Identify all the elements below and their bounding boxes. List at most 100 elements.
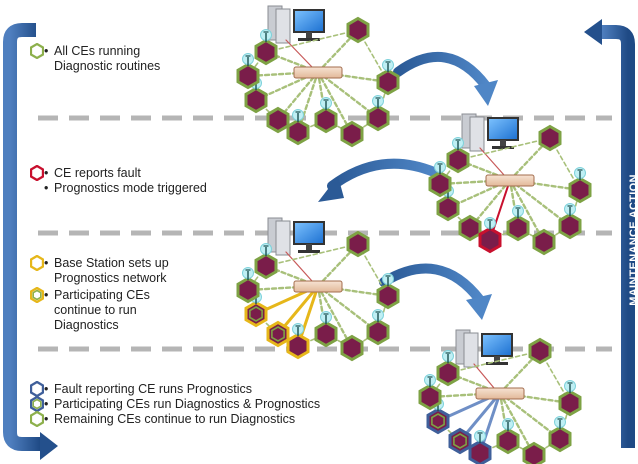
ce-node xyxy=(436,359,460,387)
network-cluster-1 xyxy=(236,5,400,148)
ce-node xyxy=(366,318,390,346)
ce-node xyxy=(522,441,546,464)
ce-node xyxy=(244,86,268,114)
legend-text: Diagnostics xyxy=(54,318,119,332)
antenna-icon xyxy=(242,53,254,66)
legend-text: Base Station sets up xyxy=(54,256,169,270)
ce-node xyxy=(236,62,260,90)
fault-progression-bar xyxy=(3,23,58,460)
transition-arrows xyxy=(318,52,498,320)
ce-node xyxy=(538,124,562,152)
ce-node xyxy=(558,389,582,417)
ce-node xyxy=(254,252,278,280)
arrow-stage3-to-4 xyxy=(379,263,485,305)
ce-node xyxy=(496,427,520,455)
ce-node xyxy=(314,106,338,134)
legend-item-participating-ces-prognostics: • Participating CEs run Diagnostics & Pr… xyxy=(30,396,321,412)
legend-item-prognostics-mode: • Prognostics mode triggered xyxy=(44,181,207,195)
ce-node xyxy=(446,146,470,174)
ce-node xyxy=(244,300,268,328)
legend-item-base-station: • Base Station sets up Prognostics netwo… xyxy=(30,255,169,286)
antenna-icon xyxy=(452,137,464,150)
antenna-icon xyxy=(382,59,394,72)
legend-text: continue to run xyxy=(54,303,137,317)
network-hub-icon xyxy=(293,280,343,293)
legend-stage-4: • Fault reporting CE runs Prognostics • … xyxy=(30,381,321,427)
yellow-green-hex-icon xyxy=(30,287,44,303)
legend-item-all-ces: • All CEs running Diagnostic routines xyxy=(30,43,160,74)
antenna-icon xyxy=(502,418,514,431)
legend-text: Prognostics network xyxy=(54,271,167,285)
antenna-icon xyxy=(320,97,332,110)
ce-node xyxy=(266,106,290,134)
ce-node xyxy=(366,104,390,132)
network-cluster-2 xyxy=(428,113,592,256)
network-cluster-4 xyxy=(418,329,582,464)
base-station-computer-icon xyxy=(267,217,325,256)
antenna-icon xyxy=(564,203,576,216)
legend-stage-2: • CE reports fault • Prognostics mode tr… xyxy=(30,165,207,196)
antenna-icon xyxy=(564,380,576,393)
base-station-computer-icon xyxy=(455,329,513,368)
legend-text: Participating CEs run Diagnostics & Prog… xyxy=(54,397,321,411)
ce-node xyxy=(528,337,552,365)
ce-node xyxy=(340,334,364,362)
legend-text: Prognostics mode triggered xyxy=(54,181,207,195)
ce-node xyxy=(478,226,502,254)
legend-item-remaining-ces: • Remaining CEs continue to run Diagnost… xyxy=(30,411,320,427)
ce-node xyxy=(346,16,370,44)
ce-node xyxy=(458,214,482,242)
antenna-icon xyxy=(292,323,304,336)
legend-text: Fault reporting CE runs Prognostics xyxy=(54,382,253,396)
ce-node xyxy=(532,228,556,256)
ce-node xyxy=(568,176,592,204)
ce-node xyxy=(448,427,472,455)
blue-hex-icon xyxy=(30,381,44,397)
antenna-icon xyxy=(320,311,332,324)
arrow-stage1-to-2 xyxy=(393,52,491,91)
antenna-icon xyxy=(382,273,394,286)
ce-node xyxy=(376,68,400,96)
green-hex-icon xyxy=(30,43,44,59)
ce-node xyxy=(436,194,460,222)
maintenance-action-label: MAINTENANCE ACTION xyxy=(627,174,638,306)
ce-node xyxy=(286,332,310,360)
ce-node xyxy=(558,212,582,240)
antenna-icon xyxy=(260,243,272,256)
base-station-computer-icon xyxy=(461,113,519,152)
antenna-icon xyxy=(242,267,254,280)
ce-node xyxy=(426,407,450,435)
ce-node xyxy=(254,38,278,66)
ce-node xyxy=(428,170,452,198)
sensor-networks xyxy=(236,5,592,464)
red-hex-icon xyxy=(30,165,44,181)
legend-text: CE reports fault xyxy=(54,166,141,180)
ce-node xyxy=(346,230,370,258)
antenna-icon xyxy=(372,309,384,322)
network-hub-icon xyxy=(475,387,525,400)
legend-stage-3: • Base Station sets up Prognostics netwo… xyxy=(30,255,169,333)
ce-node xyxy=(418,383,442,411)
ce-node xyxy=(340,120,364,148)
ce-node xyxy=(266,320,290,348)
yellow-hex-icon xyxy=(30,255,44,271)
base-station-computer-icon xyxy=(267,5,325,44)
antenna-icon xyxy=(484,217,496,230)
ce-node xyxy=(468,439,492,464)
network-hub-icon xyxy=(485,174,535,187)
legend-stage-1: • All CEs running Diagnostic routines xyxy=(30,43,160,74)
antenna-icon xyxy=(292,109,304,122)
antenna-icon xyxy=(442,350,454,363)
maintenance-action-bar xyxy=(584,19,635,448)
down-arrow-head xyxy=(40,432,58,460)
legend-text: Remaining CEs continue to run Diagnostic… xyxy=(54,412,296,426)
ce-node xyxy=(548,425,572,453)
antenna-icon xyxy=(474,430,486,443)
legend-text: All CEs running xyxy=(54,44,141,58)
ce-node xyxy=(376,282,400,310)
antenna-icon xyxy=(512,205,524,218)
blue-green-hex-icon xyxy=(30,396,44,412)
ce-node xyxy=(506,214,530,242)
antenna-icon xyxy=(260,29,272,42)
